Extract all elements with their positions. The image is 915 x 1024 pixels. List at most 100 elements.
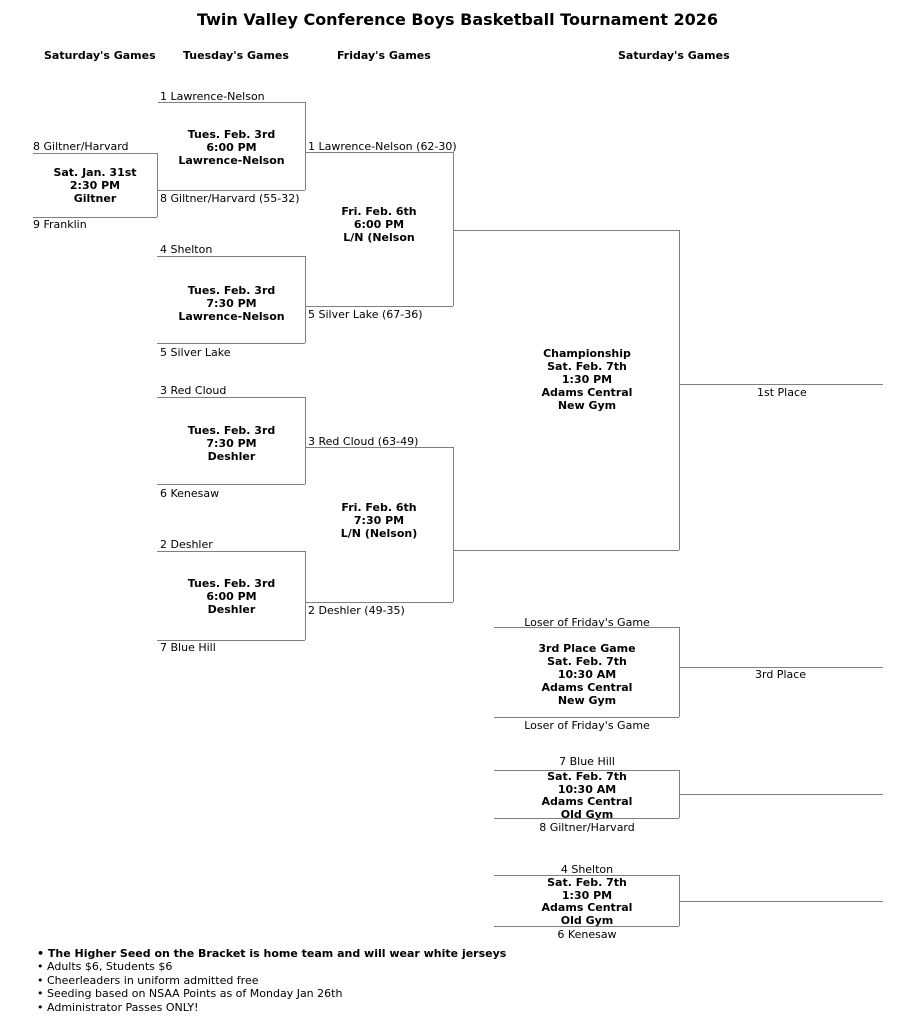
page-title: Twin Valley Conference Boys Basketball T… — [196, 10, 719, 29]
third-place-game-info: 3rd Place Game Sat. Feb. 7th 10:30 AM Ad… — [497, 642, 677, 707]
fri2-bottom-team: 2 Deshler (49-35) — [308, 604, 405, 617]
playin-game-info: Sat. Jan. 31st 2:30 PM Giltner — [33, 166, 157, 205]
championship-date: Sat. Feb. 7th — [547, 360, 627, 373]
third-place-gym: New Gym — [557, 694, 617, 707]
tue1-game-info: Tues. Feb. 3rd 6:00 PM Lawrence-Nelson — [158, 128, 305, 167]
bracket-line-cons2-vertical — [679, 875, 680, 926]
tue1-top-team: 1 Lawrence-Nelson — [160, 90, 265, 103]
tue1-bottom-team: 8 Giltner/Harvard (55-32) — [160, 192, 300, 205]
note-passes: Administrator Passes ONLY! — [37, 1001, 506, 1014]
fri1-game-info: Fri. Feb. 6th 6:00 PM L/N (Nelson — [305, 205, 453, 244]
tue3-time: 7:30 PM — [206, 437, 257, 450]
first-place-label: 1st Place — [757, 386, 807, 399]
cons1-date: Sat. Feb. 7th — [547, 770, 627, 783]
consolation1-game-info: Sat. Feb. 7th 10:30 AM Adams Central Old… — [497, 770, 677, 821]
bracket-line-third-bottom — [494, 717, 679, 718]
bracket-line-third-vertical — [679, 627, 680, 717]
column-header-friday: Friday's Games — [337, 49, 431, 62]
tue1-time: 6:00 PM — [206, 141, 257, 154]
championship-title: Championship — [543, 347, 631, 360]
bracket-line-tue4-top — [157, 551, 305, 552]
tue3-date: Tues. Feb. 3rd — [187, 424, 276, 437]
bracket-line-cons2-bottom — [494, 926, 679, 927]
note-admission: Adults $6, Students $6 — [37, 960, 506, 973]
fri2-site: L/N (Nelson) — [340, 527, 418, 540]
bracket-line-tue2-vertical — [305, 256, 306, 343]
bracket-line-tue1-top — [158, 102, 305, 103]
third-place-time: 10:30 AM — [557, 668, 617, 681]
cons1-time: 10:30 AM — [557, 782, 617, 796]
cons2-date: Sat. Feb. 7th — [547, 876, 627, 889]
bracket-line-fri2-bottom — [305, 602, 453, 603]
third-place-label: 3rd Place — [755, 668, 807, 681]
fri1-top-team: 1 Lawrence-Nelson (62-30) — [308, 140, 457, 153]
tue4-date: Tues. Feb. 3rd — [187, 577, 276, 590]
cons2-site: Adams Central — [541, 901, 633, 914]
tue2-time: 7:30 PM — [206, 297, 257, 310]
consolation2-bottom-team: 6 Kenesaw — [557, 928, 617, 941]
fri2-game-info: Fri. Feb. 6th 7:30 PM L/N (Nelson) — [305, 501, 453, 540]
bracket-line-first-place-out — [679, 384, 883, 385]
bracket-line-tue3-top — [157, 397, 305, 398]
tue4-site: Deshler — [207, 603, 256, 616]
tue2-bottom-team: 5 Silver Lake — [160, 346, 231, 359]
note-seeding: Seeding based on NSAA Points as of Monda… — [37, 987, 506, 1000]
bracket-line-cons1-top — [494, 770, 679, 771]
bracket-line-fri1-bottom — [305, 306, 453, 307]
bracket-line-fri1-top — [305, 152, 453, 153]
consolation1-bottom-team: 8 Giltner/Harvard — [539, 821, 635, 834]
tue3-game-info: Tues. Feb. 3rd 7:30 PM Deshler — [158, 424, 305, 463]
tue2-top-team: 4 Shelton — [160, 243, 213, 256]
tue4-top-team: 2 Deshler — [160, 538, 213, 551]
cons2-gym: Old Gym — [560, 913, 614, 927]
bracket-line-third-place-out — [679, 667, 883, 668]
tue1-site: Lawrence-Nelson — [178, 154, 285, 167]
fri1-site: L/N (Nelson — [343, 231, 415, 244]
tue2-site: Lawrence-Nelson — [178, 310, 285, 323]
consolation2-top-team: 4 Shelton — [560, 863, 614, 876]
tournament-notes: The Higher Seed on the Bracket is home t… — [37, 947, 506, 1014]
column-header-saturday-1: Saturday's Games — [44, 49, 156, 62]
bracket-line-tue1-bottom — [157, 190, 305, 191]
playin-top-team: 8 Giltner/Harvard — [33, 140, 129, 153]
championship-site: Adams Central — [541, 386, 633, 399]
bracket-line-fri1-vertical — [453, 152, 454, 306]
third-place-title: 3rd Place Game — [538, 642, 636, 655]
fri2-top-team: 3 Red Cloud (63-49) — [308, 435, 419, 448]
third-place-site: Adams Central — [541, 681, 633, 694]
tue3-site: Deshler — [207, 450, 256, 463]
consolation1-top-team: 7 Blue Hill — [559, 755, 615, 768]
bracket-line-playin-top — [33, 153, 157, 154]
bracket-line-cons1-out — [679, 794, 883, 795]
fri2-time: 7:30 PM — [353, 514, 405, 527]
fri1-date: Fri. Feb. 6th — [341, 205, 417, 218]
tue3-bottom-team: 6 Kenesaw — [160, 487, 220, 500]
tue4-game-info: Tues. Feb. 3rd 6:00 PM Deshler — [158, 577, 305, 616]
cons2-time: 1:30 PM — [561, 888, 613, 902]
consolation2-game-info: Sat. Feb. 7th 1:30 PM Adams Central Old … — [497, 876, 677, 927]
fri1-bottom-team: 5 Silver Lake (67-36) — [308, 308, 423, 321]
bracket-line-tue4-vertical — [305, 551, 306, 640]
bracket-line-championship-vertical — [679, 230, 680, 550]
championship-game-info: Championship Sat. Feb. 7th 1:30 PM Adams… — [497, 347, 677, 412]
bracket-line-tue3-vertical — [305, 397, 306, 484]
bracket-line-playin-bottom — [33, 217, 157, 218]
bracket-line-playin-vertical — [157, 153, 158, 217]
column-header-saturday-2: Saturday's Games — [618, 49, 730, 62]
third-place-bottom-team: Loser of Friday's Game — [524, 719, 650, 732]
note-home-team: The Higher Seed on the Bracket is home t… — [37, 947, 506, 960]
bracket-line-championship-bottom — [453, 550, 679, 551]
note-cheerleaders: Cheerleaders in uniform admitted free — [37, 974, 506, 987]
tue3-top-team: 3 Red Cloud — [160, 384, 227, 397]
bracket-line-tue3-bottom — [157, 484, 305, 485]
bracket-line-fri2-vertical — [453, 447, 454, 602]
tue2-game-info: Tues. Feb. 3rd 7:30 PM Lawrence-Nelson — [158, 284, 305, 323]
bracket-line-cons2-top — [494, 875, 679, 876]
column-header-tuesday: Tuesday's Games — [183, 49, 289, 62]
fri1-time: 6:00 PM — [353, 218, 405, 231]
tue4-bottom-team: 7 Blue Hill — [160, 641, 216, 654]
third-place-top-team: Loser of Friday's Game — [524, 616, 650, 629]
bracket-line-cons1-bottom — [494, 818, 679, 819]
playin-site: Giltner — [73, 192, 117, 205]
